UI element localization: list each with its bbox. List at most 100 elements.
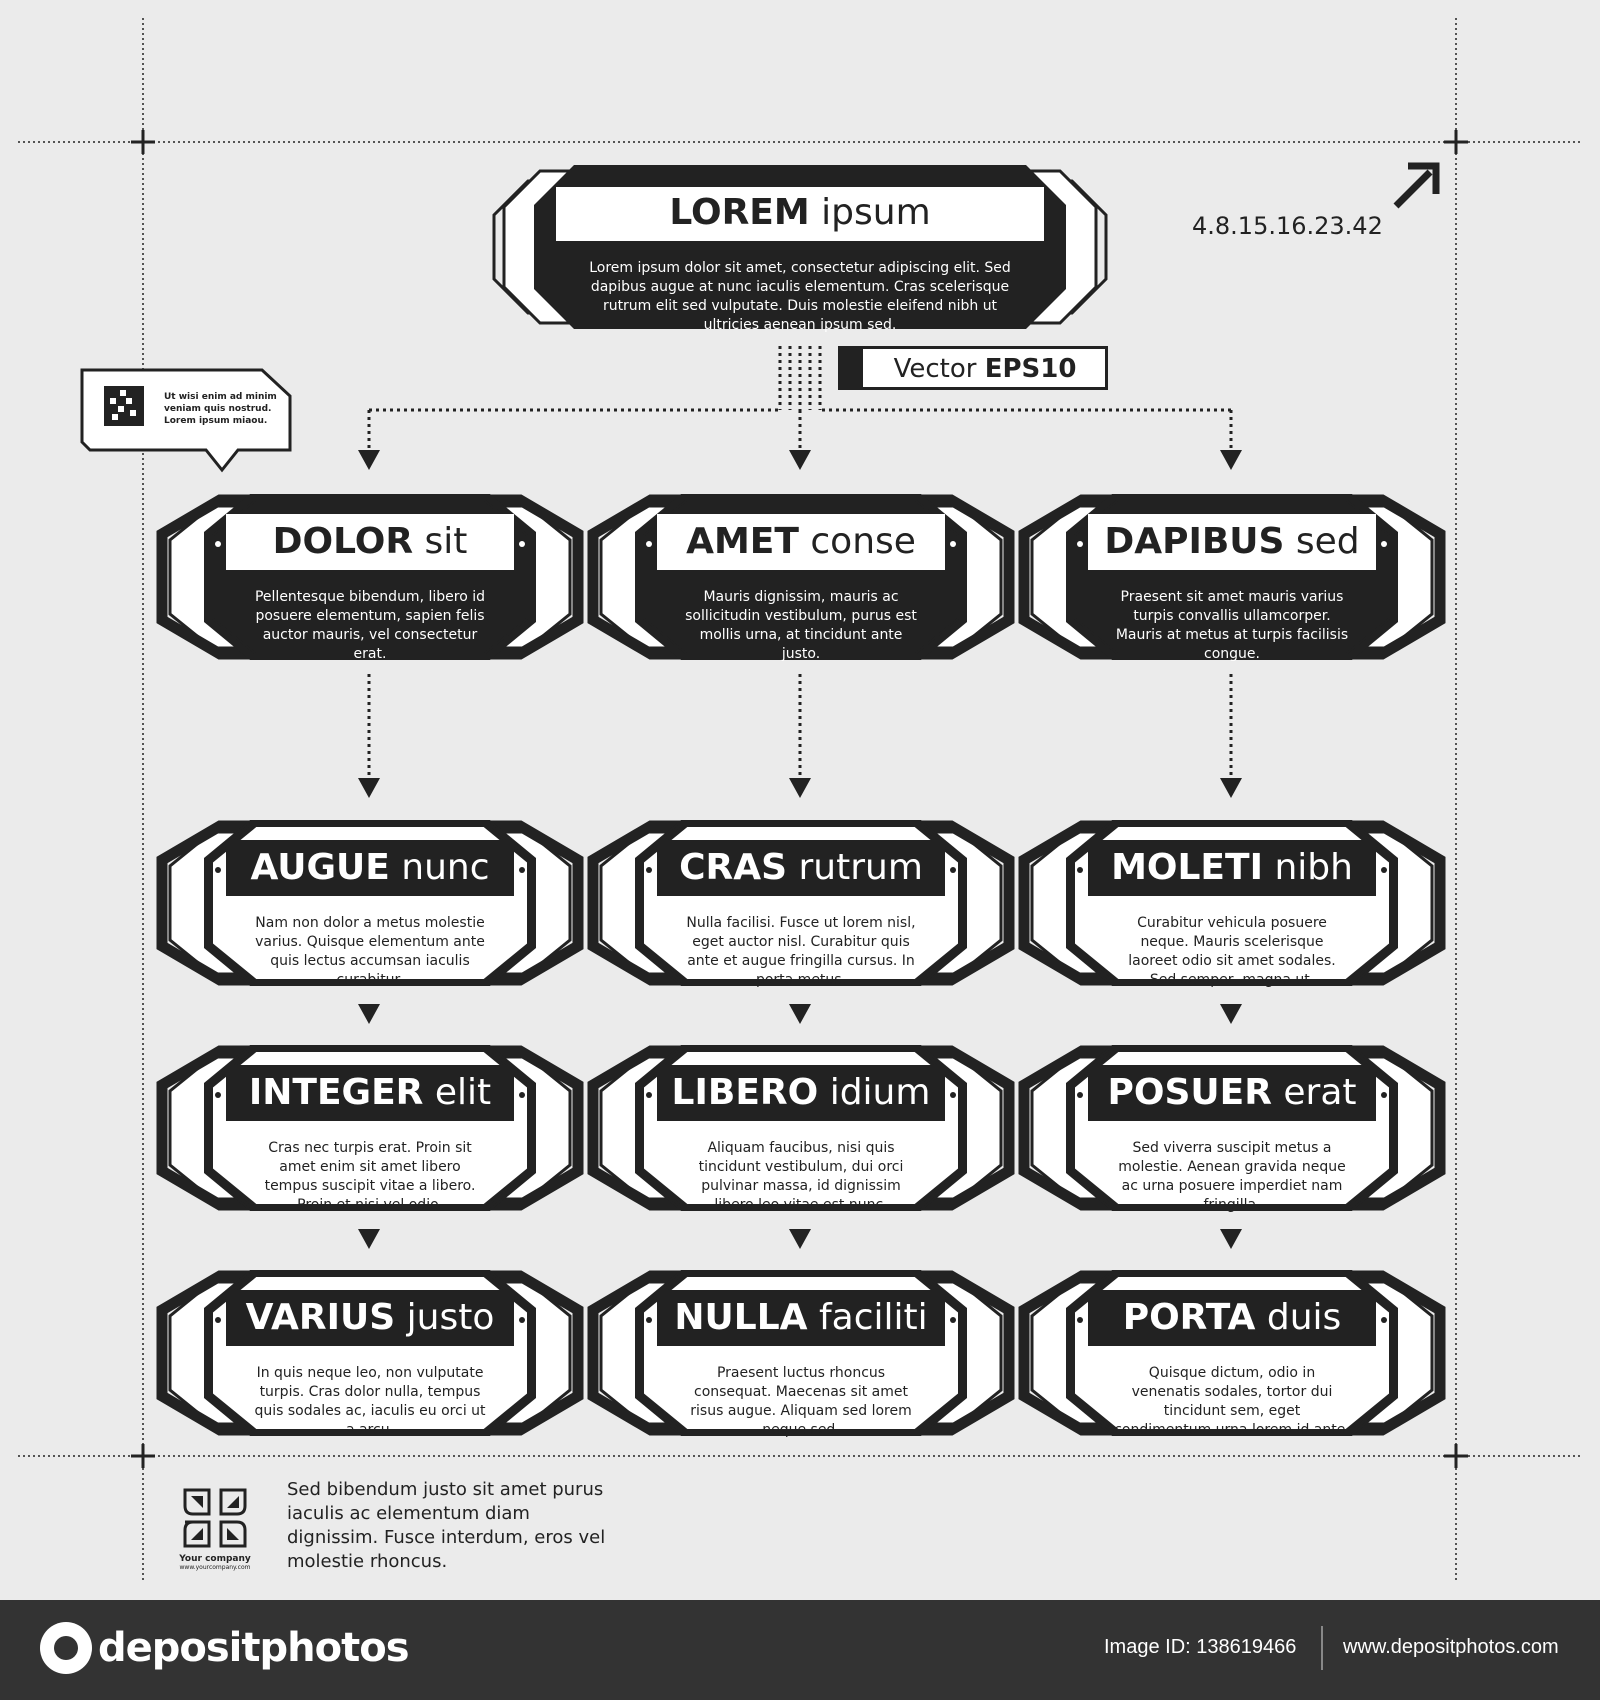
node-frame — [156, 1270, 584, 1436]
node-description: Curabitur vehicula posuere neque. Mauris… — [1128, 915, 1336, 988]
node-frame — [1018, 1045, 1446, 1211]
node-title: VARIUS justo — [160, 1300, 580, 1336]
node-title-rest: sed — [1295, 521, 1360, 562]
badge-bar — [841, 349, 863, 387]
badge-text: Vector EPS10 — [871, 355, 1099, 383]
node-title-rest: rutrum — [798, 847, 923, 888]
speech-bubble-shape — [80, 368, 292, 473]
node-frame — [1018, 494, 1446, 660]
arrow-to-level3 — [789, 1004, 811, 1024]
root-title: LOREM ipsum — [490, 195, 1110, 231]
arrow-to-level2 — [358, 778, 380, 798]
node-description: Quisque dictum, odio in venenatis sodale… — [1114, 1365, 1350, 1438]
node-title-rest: nunc — [401, 847, 490, 888]
node-title-bold: PORTA — [1122, 1297, 1256, 1338]
badge-bold: EPS10 — [984, 354, 1077, 384]
node-frame — [587, 1045, 1015, 1211]
node-frame — [156, 494, 584, 660]
connector-arrows — [358, 346, 1242, 1249]
node-description: Sed viverra suscipit metus a molestie. A… — [1118, 1140, 1346, 1213]
node-title-bold: NULLA — [674, 1297, 808, 1338]
arrow-to-level1 — [789, 450, 811, 470]
node-title-bold: LIBERO — [671, 1072, 819, 1113]
node-title: DOLOR sit — [160, 524, 580, 560]
depositphotos-wordmark: depositphotos — [98, 1625, 410, 1671]
node-title-bold: AMET — [686, 521, 799, 562]
node-frame — [1018, 820, 1446, 986]
version-code: 4.8.15.16.23.42 — [1192, 212, 1383, 240]
root-node-frame — [492, 165, 1108, 329]
root-title-rest: ipsum — [821, 192, 931, 233]
node-title: CRAS rutrum — [591, 850, 1011, 886]
node-title: AMET conse — [591, 524, 1011, 560]
root-node: LOREM ipsum Lorem ipsum dolor sit amet, … — [490, 163, 1110, 333]
node-title-rest: conse — [810, 521, 916, 562]
node-frame — [156, 1045, 584, 1211]
speech-bubble-text: Ut wisi enim ad minim veniam quis nostru… — [164, 392, 277, 426]
arrow-to-level3 — [358, 1004, 380, 1024]
node-title-rest: erat — [1283, 1072, 1357, 1113]
company-logo: Your company www.yourcompany.com — [175, 1482, 255, 1572]
speech-bubble: Ut wisi enim ad minim veniam quis nostru… — [78, 366, 293, 474]
depositphotos-logo[interactable]: depositphotos — [40, 1622, 410, 1678]
node-title: AUGUE nunc — [160, 850, 580, 886]
site-link[interactable]: www.depositphotos.com — [1343, 1636, 1559, 1658]
node-title-bold: INTEGER — [248, 1072, 424, 1113]
node-description: Aliquam faucibus, nisi quis tincidunt ve… — [698, 1140, 904, 1213]
node-description: Nulla facilisi. Fusce ut lorem nisl, ege… — [686, 915, 916, 988]
node-title-bold: CRAS — [679, 847, 788, 888]
vector-eps-badge: Vector EPS10 — [838, 346, 1108, 390]
node-title-rest: elit — [434, 1072, 492, 1113]
node-description: Pellentesque bibendum, libero id posuere… — [254, 589, 485, 662]
node-title: LIBERO idium — [591, 1075, 1011, 1111]
arrow-to-level4 — [358, 1229, 380, 1249]
node-title: DAPIBUS sed — [1022, 524, 1442, 560]
node-description: In quis neque leo, non vulputate turpis.… — [254, 1365, 486, 1438]
arrow-to-level3 — [1220, 1004, 1242, 1024]
arrow-to-level1 — [358, 450, 380, 470]
arrow-to-level1 — [1220, 450, 1242, 470]
node-title-rest: faciliti — [818, 1297, 928, 1338]
camera-icon — [40, 1622, 92, 1674]
image-id: Image ID: 138619466 — [1104, 1636, 1297, 1658]
node-title-bold: VARIUS — [245, 1297, 396, 1338]
diagram-canvas — [18, 18, 1582, 1580]
node-title-bold: MOLETI — [1111, 847, 1263, 888]
node-title-rest: nibh — [1274, 847, 1353, 888]
node-frame — [156, 820, 584, 986]
node-title: MOLETI nibh — [1022, 850, 1442, 886]
badge-prefix: Vector — [893, 354, 977, 384]
root-description: Lorem ipsum dolor sit amet, consectetur … — [589, 260, 1011, 333]
guide-lines — [18, 18, 1582, 1580]
bar-separator — [1321, 1626, 1323, 1670]
footer-text: Sed bibendum justo sit amet purus iaculi… — [287, 1479, 606, 1572]
node-frame — [587, 1270, 1015, 1436]
node-title: PORTA duis — [1022, 1300, 1442, 1336]
arrow-to-level2 — [789, 778, 811, 798]
node-title-bold: AUGUE — [250, 847, 390, 888]
node-title-bold: POSUER — [1107, 1072, 1272, 1113]
node-description: Mauris dignissim, mauris ac sollicitudin… — [685, 589, 917, 662]
node-title: POSUER erat — [1022, 1075, 1442, 1111]
node-title-rest: idium — [829, 1072, 931, 1113]
arrow-up-right-icon — [1393, 162, 1440, 209]
arrow-to-level4 — [1220, 1229, 1242, 1249]
root-title-bold: LOREM — [669, 192, 810, 233]
company-url: www.yourcompany.com — [179, 1564, 251, 1571]
node-description: Praesent luctus rhoncus consequat. Maece… — [690, 1365, 912, 1438]
node-title: INTEGER elit — [160, 1075, 580, 1111]
node-title: NULLA faciliti — [591, 1300, 1011, 1336]
arrow-to-level4 — [789, 1229, 811, 1249]
company-logo-icon — [183, 1488, 247, 1548]
node-title-rest: justo — [406, 1297, 495, 1338]
